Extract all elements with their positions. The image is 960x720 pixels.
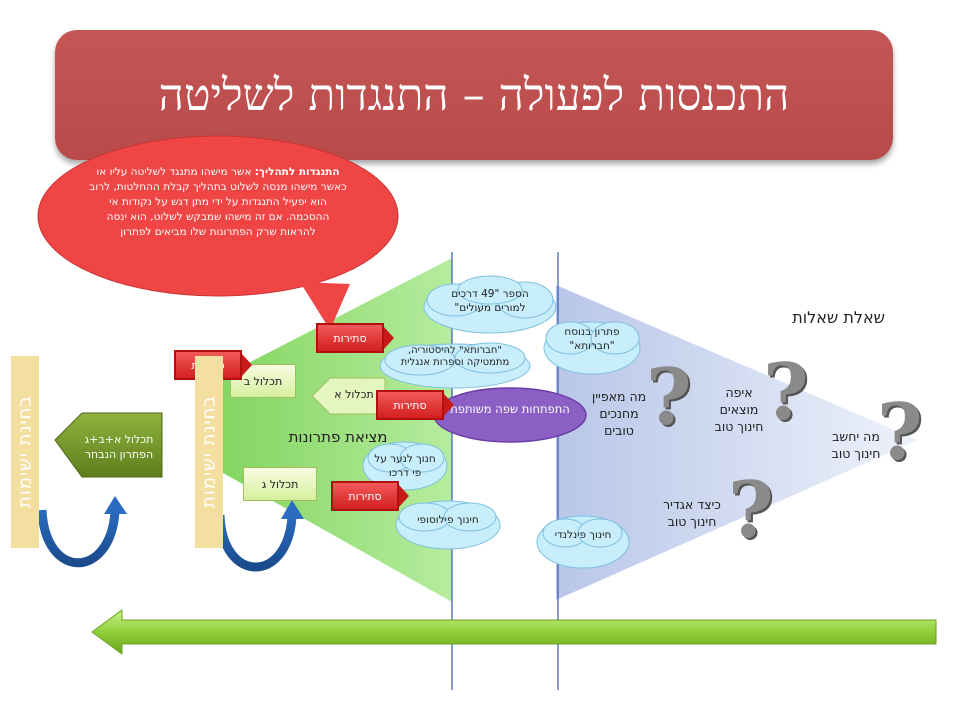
questions-heading: שאלת שאלות — [792, 308, 885, 327]
refinement-a-label: תכלול א — [334, 388, 374, 401]
loop-arrow-left — [37, 496, 127, 568]
refinement-c-label: תכלול ג — [261, 477, 299, 491]
solutions-heading: מציאת פתרונות — [288, 428, 388, 446]
refinement-c-box: תכלול ג — [243, 467, 317, 501]
question-mark-icon: ? — [646, 352, 692, 443]
question-define: כיצד אגדיר חינוך טוב — [663, 497, 721, 529]
final-solution-text: תכלול א+ב+ג הפתרון הנבחר — [84, 433, 154, 461]
cloud-chavruta-subjects — [379, 342, 531, 389]
cloud-book — [423, 275, 557, 334]
cloud-finnish — [536, 515, 630, 569]
question-mark-icon: ? — [877, 387, 923, 478]
refinement-b-label: תכלול ב — [243, 374, 283, 388]
question-good-education: מה יחשב חינוך טוב — [831, 429, 881, 461]
loop-arrow-middle — [215, 500, 304, 572]
contradiction-label: סתירות — [333, 331, 367, 345]
contradiction-box: סתירות — [376, 390, 454, 420]
cloud-chavruta-solution-text: פתרון בנוסח "חברותא" — [564, 326, 620, 352]
question-where-found: איפה מוצאים חינוך טוב — [714, 385, 764, 434]
cloud-youth-text: חנוך לנער על פי דרכו — [374, 453, 436, 479]
cloud-book-text: הספר "49 דרכים למורים מעולים" — [451, 288, 529, 314]
cloud-philosophical-text: חינוך פילוסופי — [417, 514, 479, 526]
final-solution-box — [54, 412, 163, 478]
contradiction-box: סתירות — [316, 323, 394, 353]
applicability-test-middle: בחינת ישימות — [195, 356, 223, 548]
speech-bubble-body: אשר מישהו מתנגד לשליטה עליו או כאשר מישה… — [89, 166, 347, 238]
applicability-test-left: בחינת ישימות — [11, 356, 39, 548]
applicability-test-left-label: בחינת ישימות — [14, 395, 36, 509]
applicability-test-middle-label: בחינת ישימות — [198, 395, 220, 509]
cloud-finnish-text: חינוך פינלנדי — [554, 529, 612, 541]
contradiction-label: סתירות — [393, 398, 427, 412]
contradiction-label: סתירות — [348, 489, 382, 503]
shared-language-text: התפתחות שפה משותפת — [450, 402, 570, 416]
question-mark-icon: ? — [728, 465, 774, 556]
speech-bubble — [37, 135, 399, 330]
page-title: התכנסות לפעולה – התנגדות לשליטה — [158, 69, 790, 121]
speech-bubble-heading: התנגדות לתהליך: — [254, 166, 340, 178]
speech-bubble-text: התנגדות לתהליך: אשר מישהו מתנגד לשליטה ע… — [88, 165, 348, 240]
timeline-arrow — [91, 609, 937, 655]
question-good-educators: מה מאפיין מחנכים טובים — [591, 389, 647, 438]
contradiction-box: סתירות — [331, 481, 409, 511]
cloud-chavruta-solution — [543, 321, 641, 375]
cloud-chavruta-subjects-text: "חברותא" להיסטוריה, מתמטיקה וספרות אנגלי… — [400, 345, 510, 368]
question-mark-icon: ? — [763, 347, 809, 438]
questions-triangle — [556, 285, 918, 600]
cloud-philosophical — [395, 500, 501, 550]
